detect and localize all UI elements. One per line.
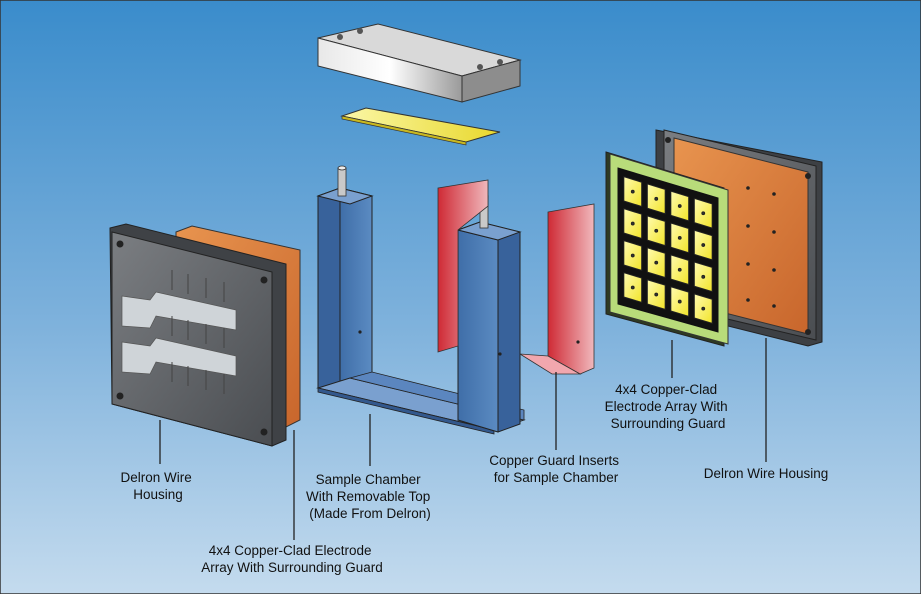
electrode-pad-via: [701, 211, 706, 216]
electrode-pad-via: [677, 204, 682, 208]
electrode-pad-via: [654, 228, 659, 233]
electrode-pad-via: [701, 306, 706, 311]
electrode-pad-via: [701, 274, 706, 279]
electrode-pad-via: [654, 292, 659, 297]
electrode-pad-via: [630, 221, 635, 226]
label-delron-housing-right: Delron Wire Housing: [704, 466, 829, 481]
label-electrode-array-right: 4x4 Copper-Clad Electrode Array With Sur…: [605, 382, 732, 431]
label-sample-chamber: Sample Chamber With Removable Top (Made …: [306, 472, 434, 521]
electrode-array-right: [605, 151, 729, 347]
copper-guard-inserts: [437, 179, 595, 375]
electrode-pad-via: [630, 189, 635, 194]
delron-housing-left: [109, 223, 301, 447]
label-electrode-array-left: 4x4 Copper-Clad Electrode Array With Sur…: [201, 543, 383, 575]
label-copper-guard-inserts: Copper Guard Inserts for Sample Chamber: [489, 453, 623, 485]
electrode-pad-via: [677, 235, 682, 240]
leader-lines: [159, 338, 767, 540]
sample-chamber: [316, 165, 526, 435]
top-electrode-strip: [340, 107, 501, 146]
electrode-pad-via: [677, 299, 682, 304]
electrode-pad-via: [654, 196, 659, 201]
chamber-top-block: [317, 23, 522, 103]
electrode-pad-via: [701, 243, 706, 247]
label-delron-housing-left: Delron Wire Housing: [120, 470, 195, 502]
electrode-pad-via: [630, 285, 635, 290]
electrode-pad-via: [654, 260, 659, 265]
electrode-pad-via: [677, 267, 682, 272]
electrode-pad-via: [630, 253, 635, 258]
